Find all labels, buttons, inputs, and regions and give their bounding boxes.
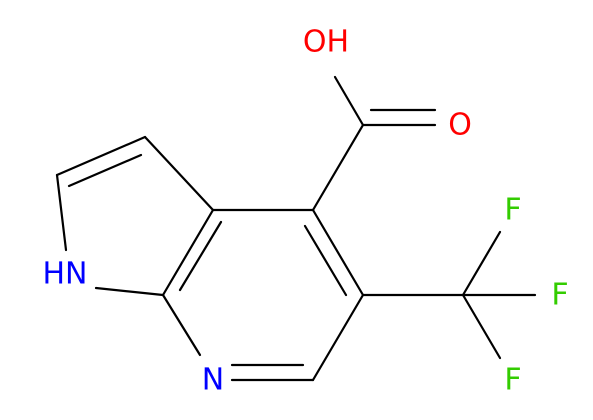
atom-f1-label: F [504,193,521,228]
bond-c7a-c3a-double [178,220,223,292]
bond-n1-c7a [94,286,165,297]
bond-c4-ccooh [311,123,365,212]
atom-f2-label: F [551,278,568,313]
bond-cf3-f1 [461,230,502,297]
bond-n7-c7a [161,293,202,357]
bond-c2-c3 [55,135,147,177]
atom-nh-label: HN [43,257,88,292]
bond-c3-c3a [143,135,215,212]
bond-c2-c3-double [67,153,143,188]
atom-n-label: N [202,363,224,398]
bond-cf3-f3 [461,293,502,360]
atom-f3-label: F [504,363,521,398]
bond-c4-c5 [311,208,365,297]
bond-ccooh-oh [333,75,365,127]
atom-oh-label: OH [303,25,349,60]
atom-o-label: O [448,108,472,143]
bond-n1-c2 [55,173,68,252]
bond-c4-c5-double [303,224,348,297]
bond-c7a-c3a [161,208,215,297]
bond-c5-c6 [311,293,365,382]
